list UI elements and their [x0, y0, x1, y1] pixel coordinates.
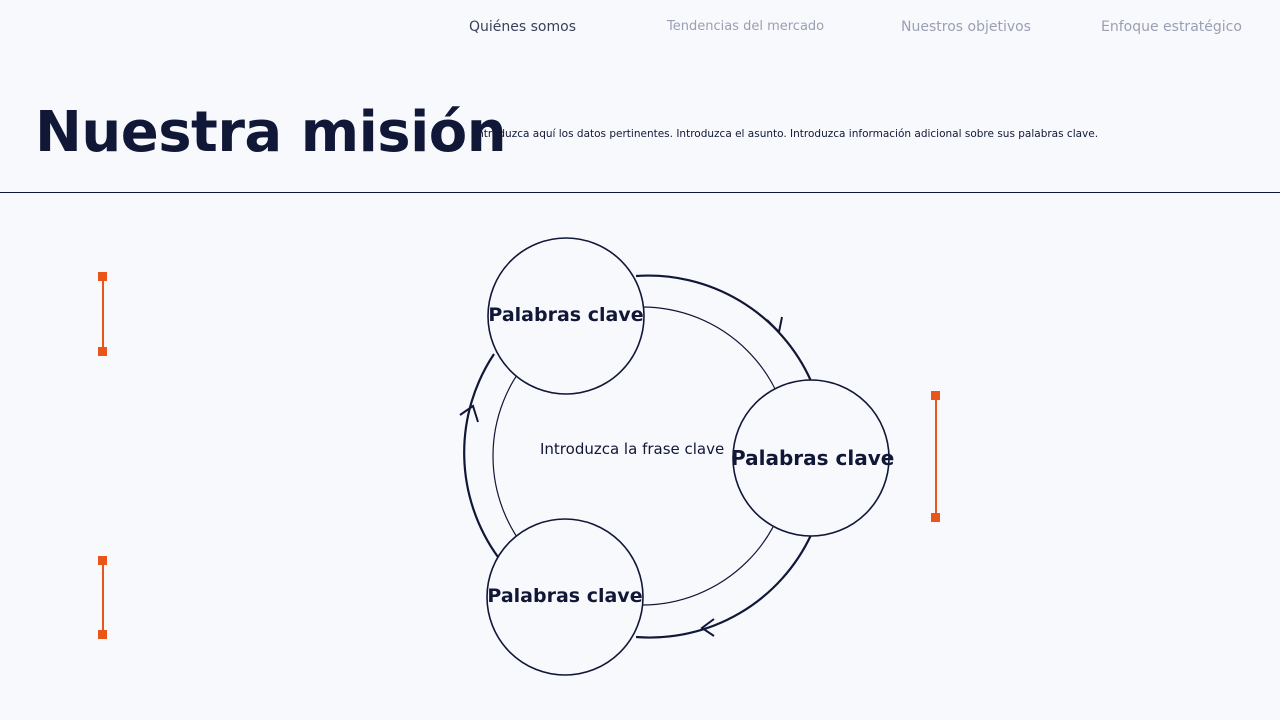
center-key-phrase: Introduzca la frase clave: [540, 440, 725, 458]
nav-item-objetivos[interactable]: Nuestros objetivos: [901, 19, 1031, 35]
header-divider: [0, 192, 1280, 193]
marker-bottom-left: [98, 556, 108, 640]
outer-arc-bottom: [635, 534, 812, 639]
outer-arc-left: [463, 353, 499, 558]
node-circle-bottom: [486, 518, 644, 676]
node-label-bottom: Palabras clave: [487, 585, 643, 607]
node-label-top: Palabras clave: [488, 304, 644, 326]
nav-item-quienes-somos[interactable]: Quiénes somos: [469, 19, 576, 35]
marker-right: [931, 391, 941, 523]
arrow-top-icon: [766, 316, 783, 335]
node-circle-right: [732, 379, 890, 537]
page-title: Nuestra misión: [35, 100, 507, 165]
nav-item-tendencias[interactable]: Tendencias del mercado: [667, 19, 825, 34]
arrow-left-icon: [459, 404, 479, 423]
outer-arc-top: [635, 274, 813, 382]
arrow-bottom-icon: [700, 618, 715, 637]
node-circle-top: [487, 237, 645, 395]
nav-item-enfoque[interactable]: Enfoque estratégico: [1101, 19, 1242, 35]
intro-text: Introduzca aquí los datos pertinentes. I…: [474, 128, 1099, 140]
node-label-right: Palabras clave: [731, 446, 895, 470]
marker-top-left: [98, 272, 108, 356]
